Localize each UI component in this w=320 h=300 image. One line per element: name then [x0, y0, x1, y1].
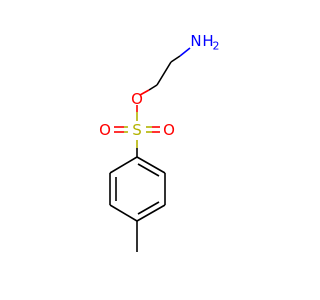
- ring-inner-bond-a: [137, 163, 160, 177]
- bond-c2-o-o-part: [139, 89, 150, 96]
- amine-n-label: N: [190, 32, 201, 50]
- ring-bond-6: [109, 156, 138, 174]
- sulfur-label: S: [132, 121, 142, 139]
- amine-h-count-label: 2: [213, 40, 220, 53]
- ester-o-label: O: [131, 90, 143, 108]
- bond-n-c1-n-part: [179, 47, 191, 57]
- amine-h-label: H: [202, 32, 213, 50]
- amine-group-label: N H 2: [190, 32, 219, 53]
- bonds: [109, 47, 191, 252]
- ring-bond-3: [136, 204, 166, 222]
- bond-c2-o: [148, 84, 158, 91]
- sulfonyl-o-left-label: O: [99, 121, 111, 139]
- atom-labels: N H 2 O S O O: [99, 32, 219, 139]
- ring-bond-1: [136, 156, 166, 174]
- sulfonyl-o-right-label: O: [163, 121, 175, 139]
- ring-inner-bond-b: [137, 201, 160, 215]
- ring-bond-4: [109, 204, 138, 222]
- molecule-structure: N H 2 O S O O: [99, 32, 220, 252]
- bond-n-c1: [170, 55, 181, 63]
- bond-c1-c2: [156, 61, 172, 86]
